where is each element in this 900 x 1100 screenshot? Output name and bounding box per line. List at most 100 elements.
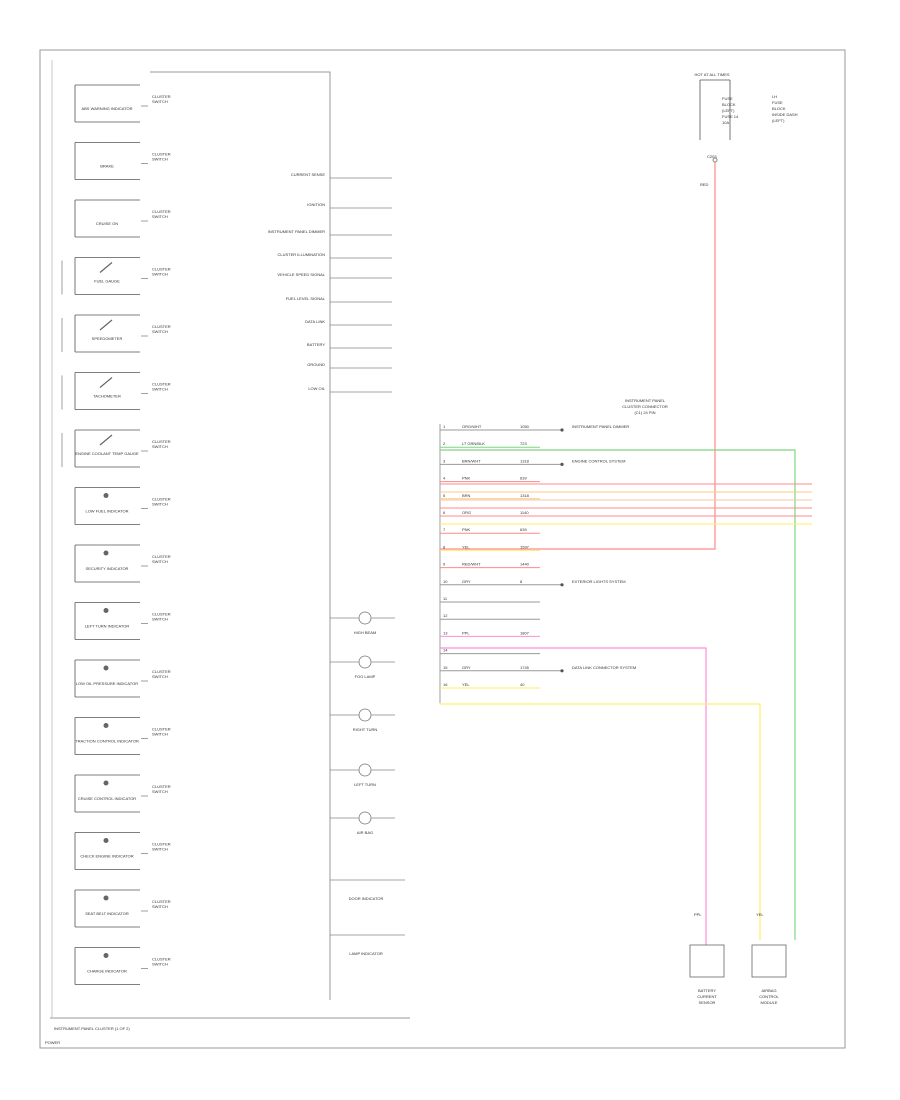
module-ref: CLUSTER — [152, 612, 171, 617]
mid-label-text: INSTRUMENT PANEL DIMMER — [268, 229, 325, 234]
wire-color: PPL — [462, 630, 470, 635]
mid-label-8: GROUND — [307, 362, 392, 369]
lamp-icon — [103, 838, 109, 843]
bottom-module-label: DOOR INDICATOR — [349, 896, 384, 901]
module-ref: SWITCH — [152, 329, 168, 334]
gauge-icon — [99, 319, 113, 331]
pin-number: 16 — [443, 682, 448, 687]
module-ref: CLUSTER — [152, 152, 171, 157]
circuit-number: 1440 — [520, 562, 530, 567]
lamp-2: RIGHT TURN — [330, 708, 395, 732]
lamp-icon — [103, 665, 109, 671]
pin-number: 13 — [443, 630, 448, 635]
mid-label-text: GROUND — [307, 362, 325, 367]
module-box — [74, 947, 140, 985]
module-label: LEFT TURN INDICATOR — [85, 624, 130, 629]
module-box — [74, 774, 140, 813]
fuse-note: (LEFT) — [772, 118, 785, 123]
fuse-note: INSIDE DASH — [772, 112, 798, 117]
module-box — [74, 544, 140, 583]
fuse-title: HOT AT ALL TIMES — [694, 72, 729, 77]
fuse-box — [699, 79, 731, 140]
fuse-line: FUSE 14 — [722, 114, 739, 119]
lamp-3: LEFT TURN — [330, 763, 395, 787]
module-label: CONTROL — [759, 994, 779, 999]
connector-row: 9 RED/WHT 1440 — [440, 562, 540, 569]
bulb-icon — [358, 611, 372, 625]
pin-number: 1 — [443, 424, 446, 429]
mid-label-7: BATTERY — [307, 342, 392, 349]
pin-number: 15 — [443, 665, 448, 670]
wire-color: RED/WHT — [462, 562, 481, 567]
module-label: CHECK ENGINE INDICATOR — [80, 854, 133, 859]
fuse-note: BLOCK — [772, 106, 786, 111]
pin-number: 2 — [443, 441, 446, 446]
circuit-number: 639 — [520, 527, 527, 532]
mid-label-text: VEHICLE SPEED SIGNAL — [277, 272, 325, 277]
yellow-wire — [440, 703, 761, 940]
module-label: ENGINE COOLANT TEMP GAUGE — [75, 451, 139, 456]
module-box — [74, 659, 140, 698]
mid-label-text: CURRENT SENSE — [291, 172, 325, 177]
module-ref: CLUSTER — [152, 209, 171, 214]
connector-title: (C1) 24 PIN — [634, 410, 655, 415]
module-ref: SWITCH — [152, 789, 168, 794]
module-box — [74, 142, 140, 180]
lamp-icon — [103, 723, 109, 728]
fuse-line: BLOCK — [722, 102, 736, 107]
lamp-4: AIR BAG — [330, 811, 395, 835]
arrow-icon — [560, 428, 564, 432]
pin-number: 9 — [443, 562, 446, 567]
mid-label-text: IGNITION — [307, 202, 325, 207]
module-ref: CLUSTER — [152, 497, 171, 502]
pin-number: 4 — [443, 476, 446, 481]
module-label: AIRBAG — [761, 988, 776, 993]
module-label: LOW FUEL INDICATOR — [85, 509, 128, 514]
module-label: SPEEDOMETER — [92, 336, 123, 341]
module-wire-color: YEL — [756, 912, 764, 917]
wire-color: GRY — [462, 579, 471, 584]
module-ref: CLUSTER — [152, 784, 171, 789]
module-ref: SWITCH — [152, 214, 168, 219]
lamp-icon — [103, 953, 109, 958]
fuse-line: FUSE — [722, 96, 733, 101]
wires — [440, 160, 812, 945]
connector-title: CLUSTER CONNECTOR — [622, 404, 668, 409]
module-ref: SWITCH — [152, 732, 168, 737]
gauge-icon — [99, 262, 113, 273]
lamp-label: HIGH BEAM — [354, 630, 376, 635]
module-ref: SWITCH — [152, 674, 168, 679]
circuit-number: 1745 — [520, 665, 530, 670]
red-power-wire — [440, 160, 716, 550]
module-label: CHARGE INDICATOR — [87, 969, 127, 974]
diagram-frame — [39, 49, 846, 1049]
circuit-number: 723 — [520, 441, 527, 446]
module-ref: SWITCH — [152, 272, 168, 277]
module-label: SENSOR — [699, 1000, 716, 1005]
module-label: TACHOMETER — [93, 394, 121, 399]
module-box — [74, 832, 140, 870]
module-box — [74, 199, 140, 238]
destination: EXTERIOR LIGHTS SYSTEM — [572, 579, 626, 584]
module-label: FUEL GAUGE — [94, 279, 120, 284]
pin-number: 14 — [443, 648, 448, 653]
mid-labels: CURRENT SENSE IGNITION INSTRUMENT PANEL DI… — [268, 172, 392, 393]
lamp-icon — [103, 493, 109, 498]
destination: DATA LINK CONNECTOR SYSTEM — [572, 665, 636, 670]
connector-row: 14 — [440, 648, 540, 655]
module-label: MODULE — [760, 1000, 777, 1005]
module-label: LOW OIL PRESSURE INDICATOR — [76, 681, 138, 686]
gauge-icon — [99, 434, 113, 446]
lamp-label: RIGHT TURN — [353, 727, 378, 732]
